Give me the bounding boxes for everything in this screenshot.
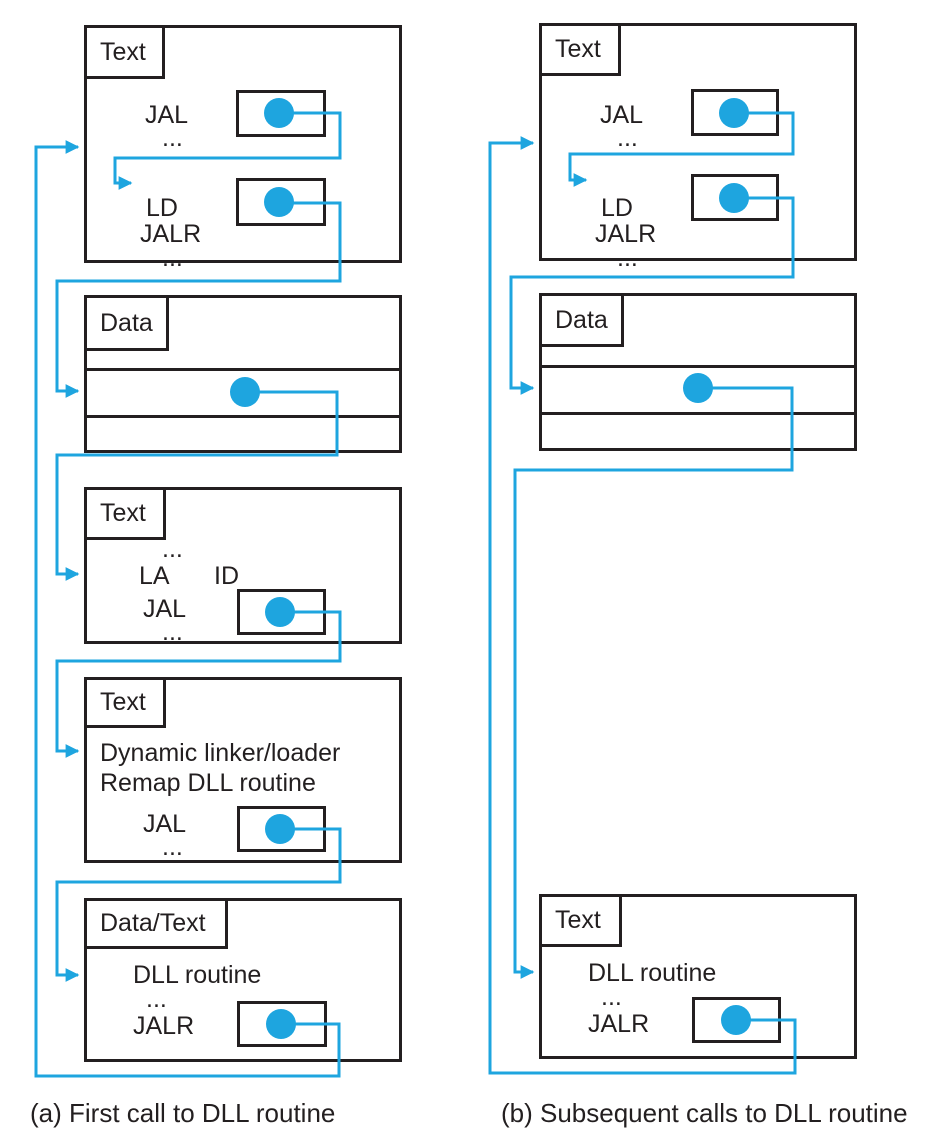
linker-line: Dynamic linker/loader bbox=[100, 739, 341, 767]
pointer-slot bbox=[237, 589, 326, 635]
tab-label: Data bbox=[555, 305, 608, 334]
ellipsis: ... bbox=[162, 833, 183, 861]
memory-box-b-data: Data bbox=[539, 293, 857, 451]
memory-box-a-dll-routine: Data/Text DLL routine ... JALR bbox=[84, 898, 402, 1062]
section-tab: Text bbox=[84, 487, 166, 540]
tab-label: Text bbox=[555, 906, 601, 934]
ellipsis: ... bbox=[162, 124, 183, 152]
operand-id: ID bbox=[214, 562, 239, 590]
pointer-slot bbox=[691, 174, 779, 221]
linker-line: Remap DLL routine bbox=[100, 769, 316, 797]
memory-box-a-stub-text: Text ... LA ID JAL ... bbox=[84, 487, 402, 646]
memory-box-a-data: Data bbox=[84, 295, 402, 453]
section-tab: Text bbox=[539, 23, 621, 76]
instr-jalr: JALR bbox=[133, 1012, 195, 1040]
ellipsis: ... bbox=[601, 983, 622, 1011]
section-tab: Text bbox=[539, 894, 622, 947]
section-tab: Data bbox=[539, 293, 624, 347]
jump-line-b-data-to-dll bbox=[513, 386, 794, 979]
instr-ld: LD bbox=[146, 194, 178, 222]
instr-ld: LD bbox=[601, 194, 633, 222]
pointer-slot bbox=[692, 997, 781, 1043]
pointer-slot bbox=[236, 90, 326, 137]
section-tab: Data/Text bbox=[84, 898, 228, 949]
memory-box-a-linker-text: Text Dynamic linker/loader Remap DLL rou… bbox=[84, 677, 402, 863]
pointer-slot bbox=[237, 806, 326, 852]
section-tab: Text bbox=[84, 25, 165, 79]
tab-label: Text bbox=[100, 37, 146, 66]
data-row-divider bbox=[542, 365, 854, 368]
pointer-slot bbox=[691, 89, 779, 136]
ellipsis: ... bbox=[162, 535, 183, 563]
ellipsis: ... bbox=[617, 124, 638, 152]
ellipsis: ... bbox=[162, 244, 183, 272]
tab-label: Text bbox=[100, 499, 146, 527]
pointer-slot bbox=[237, 1001, 327, 1047]
data-row-divider bbox=[87, 368, 399, 371]
section-tab: Text bbox=[84, 677, 166, 728]
memory-box-a-caller-text: Text JAL ... LD JALR ... bbox=[84, 25, 402, 272]
data-row-divider bbox=[542, 412, 854, 415]
instr-jalr: JALR bbox=[588, 1010, 650, 1038]
tab-label: Text bbox=[555, 35, 601, 63]
ellipsis: ... bbox=[162, 618, 183, 646]
caption-b: (b) Subsequent calls to DLL routine bbox=[501, 1098, 908, 1128]
ellipsis: ... bbox=[617, 244, 638, 272]
tab-label: Data/Text bbox=[100, 909, 206, 937]
memory-box-b-caller-text: Text JAL ... LD JALR ... bbox=[539, 23, 857, 272]
caption-a: (a) First call to DLL routine bbox=[30, 1098, 336, 1128]
tab-label: Text bbox=[100, 688, 146, 716]
tab-label: Data bbox=[100, 308, 153, 337]
data-row-divider bbox=[87, 415, 399, 418]
ellipsis: ... bbox=[146, 985, 167, 1013]
memory-box-b-dll-routine: Text DLL routine ... JALR bbox=[539, 894, 857, 1059]
instr-la: LA bbox=[139, 562, 170, 590]
pointer-slot bbox=[236, 178, 326, 226]
section-tab: Data bbox=[84, 295, 169, 351]
